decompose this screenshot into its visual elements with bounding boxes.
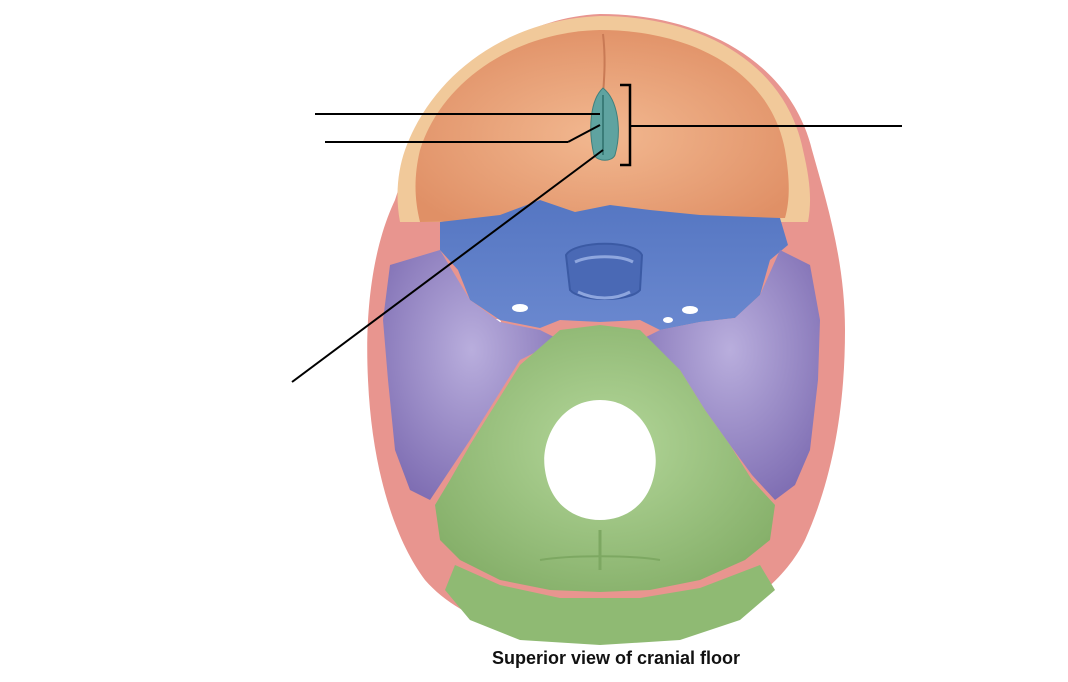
figure-caption: Superior view of cranial floor <box>491 648 741 668</box>
leader-line-3 <box>291 149 604 383</box>
occipital-lower-band <box>445 565 775 645</box>
sella-turcica <box>564 242 644 300</box>
foramen-magnum <box>544 400 656 520</box>
temporal-bone-right <box>640 250 820 500</box>
temporal-bone-left <box>383 250 560 500</box>
leader-line-2b <box>567 124 601 143</box>
foramen-right <box>682 306 698 314</box>
ethmoid-bone <box>590 87 619 161</box>
foramen-left <box>512 304 528 312</box>
